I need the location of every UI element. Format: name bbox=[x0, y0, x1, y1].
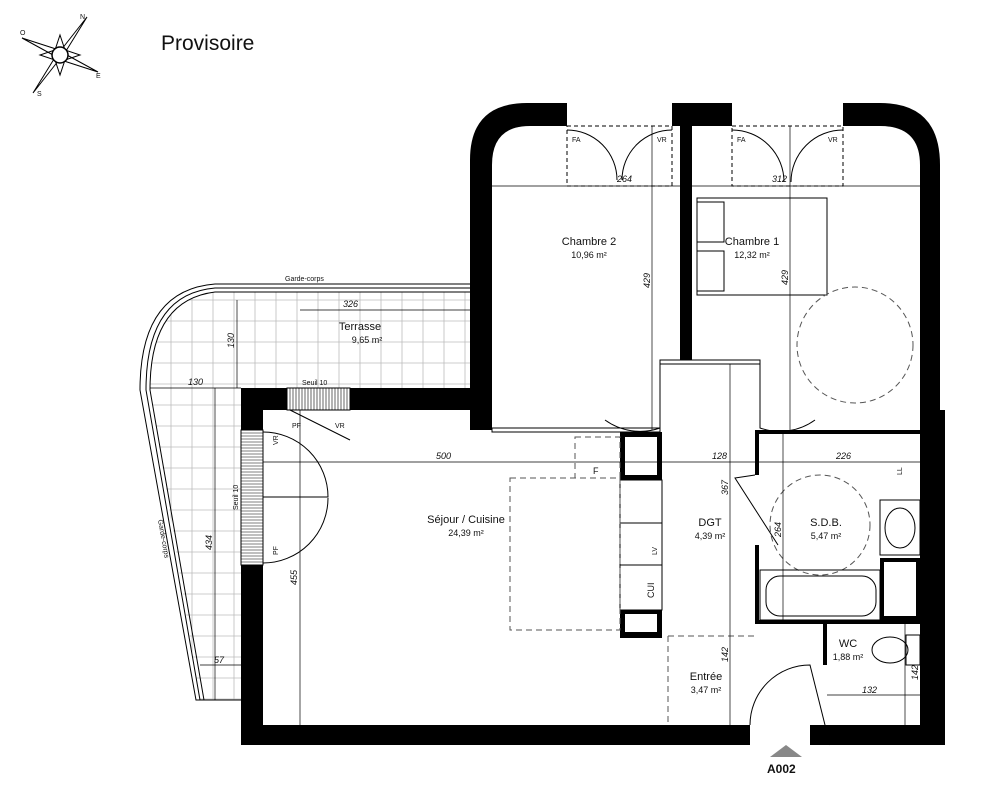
turning-circle-sdb bbox=[769, 474, 871, 576]
page-title: Provisoire bbox=[161, 32, 254, 55]
vr-label-1: VR bbox=[657, 137, 667, 144]
garde-corps-label: Garde-corps bbox=[285, 276, 324, 283]
room-entree-area: 3,47 m² bbox=[691, 685, 722, 695]
dim-wc-w: 132 bbox=[862, 685, 877, 695]
kitchen-counter bbox=[619, 479, 663, 611]
window-chambre1 bbox=[731, 125, 844, 187]
seuil-left bbox=[240, 429, 264, 566]
vr-label-left: VR bbox=[273, 435, 280, 445]
room-dgt-area: 4,39 m² bbox=[695, 531, 726, 541]
room-sdb-area: 5,47 m² bbox=[811, 531, 842, 541]
room-sdb-name: S.D.B. bbox=[810, 517, 842, 529]
compass-s: S bbox=[37, 91, 42, 98]
pf-label-top: PF bbox=[292, 423, 301, 430]
dim-dgt-h: 367 bbox=[720, 479, 730, 495]
dim-terrasse-side: 130 bbox=[188, 377, 203, 387]
entrance-arrow-icon bbox=[770, 745, 802, 757]
garde-corps-railing bbox=[139, 283, 470, 701]
room-chambre1-name: Chambre 1 bbox=[725, 236, 779, 248]
room-wc-name: WC bbox=[839, 638, 857, 650]
dim-chambre2-h: 429 bbox=[642, 273, 652, 288]
bed bbox=[696, 197, 828, 296]
unit-reference: A002 bbox=[767, 762, 796, 776]
room-sejour-area: 24,39 m² bbox=[448, 528, 484, 538]
garde-corps-label-side: Garde-corps bbox=[156, 519, 170, 559]
dim-balcony-h: 434 bbox=[204, 535, 214, 550]
bathtub bbox=[759, 569, 881, 621]
dim-chambre1-h: 429 bbox=[780, 270, 790, 285]
fa-label-1: FA bbox=[572, 137, 581, 144]
dim-terrasse-w: 326 bbox=[343, 299, 358, 309]
room-chambre2-area: 10,96 m² bbox=[571, 250, 607, 260]
turning-circle-chambre1 bbox=[796, 286, 914, 404]
seuil-left-label: Seuil 10 bbox=[233, 485, 240, 510]
room-chambre2-name: Chambre 2 bbox=[562, 236, 616, 248]
compass-e: E bbox=[96, 73, 101, 80]
compass-o: O bbox=[20, 30, 26, 37]
dim-balcony-w: 57 bbox=[214, 655, 225, 665]
dim-entree-h: 142 bbox=[720, 647, 730, 662]
walls bbox=[241, 103, 945, 745]
toilet bbox=[871, 634, 921, 666]
dim-terrasse-h: 130 bbox=[226, 333, 236, 348]
dim-sdb-w: 226 bbox=[835, 451, 851, 461]
cui-label: CUI bbox=[646, 583, 656, 599]
kitchen-zone bbox=[509, 477, 621, 631]
doors bbox=[262, 364, 831, 746]
room-terrasse-name: Terrasse bbox=[339, 321, 381, 333]
dim-sejour-w: 500 bbox=[436, 451, 451, 461]
f-label: F bbox=[593, 466, 599, 476]
dim-chambre2-w: 264 bbox=[616, 174, 632, 184]
compass-rose-icon: N O E S bbox=[20, 14, 101, 98]
dimension-lines bbox=[150, 126, 920, 725]
seuil-top-label: Seuil 10 bbox=[302, 380, 327, 387]
dim-sejour-h: 455 bbox=[289, 569, 299, 585]
dim-wc-h: 142 bbox=[910, 665, 920, 680]
washbasin bbox=[879, 499, 921, 556]
dim-dgt-w: 128 bbox=[712, 451, 727, 461]
dim-sdb-h: 264 bbox=[773, 522, 783, 538]
fa-label-2: FA bbox=[737, 137, 746, 144]
vr-label-top: VR bbox=[335, 423, 345, 430]
compass-n: N bbox=[80, 14, 85, 21]
vr-label-2: VR bbox=[828, 137, 838, 144]
pf-label-left: PF bbox=[273, 546, 280, 555]
seuil-top bbox=[286, 387, 351, 411]
room-wc-area: 1,88 m² bbox=[833, 652, 864, 662]
room-sejour-name: Séjour / Cuisine bbox=[427, 514, 505, 526]
ll-label: LL bbox=[897, 467, 904, 475]
dim-chambre1-w: 312 bbox=[772, 174, 787, 184]
room-dgt-name: DGT bbox=[698, 517, 722, 529]
room-entree-name: Entrée bbox=[690, 671, 722, 683]
lv-label: LV bbox=[652, 547, 659, 555]
room-chambre1-area: 12,32 m² bbox=[734, 250, 770, 260]
room-terrasse-area: 9,65 m² bbox=[352, 335, 383, 345]
